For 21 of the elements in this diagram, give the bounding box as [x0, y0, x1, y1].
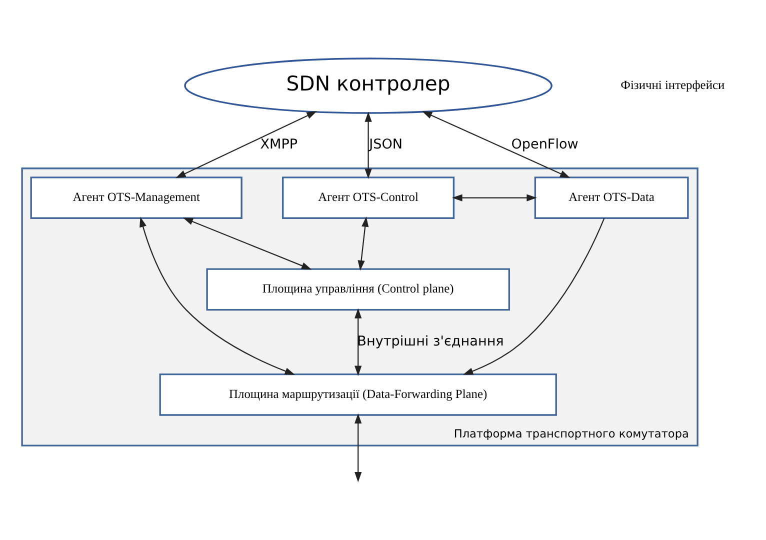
node-box: Агент OTS-Control	[282, 176, 455, 219]
arrow	[176, 111, 317, 178]
arrow	[422, 111, 570, 178]
arrow	[140, 216, 296, 375]
arrow	[452, 194, 537, 202]
node-box: Площина управління (Control plane)	[206, 268, 510, 311]
arrow	[354, 308, 362, 376]
edge-label: Внутрішні з'єднання	[357, 334, 504, 350]
label: Фізичні інтерфейси	[620, 78, 725, 92]
arrow	[462, 218, 605, 375]
node-ellipse: SDN контролер	[184, 58, 552, 114]
edge-label: OpenFlow	[511, 136, 578, 153]
edge-label: XMPP	[260, 136, 298, 153]
node-box: Агент OTS-Data	[534, 176, 689, 219]
node-box: Агент OTS-Management	[30, 176, 242, 219]
arrow	[358, 216, 369, 271]
arrow	[182, 218, 312, 270]
arrow	[364, 112, 372, 179]
arrow	[354, 413, 362, 482]
node-box: Площина маршрутизації (Data-Forwarding Plane)	[159, 373, 557, 416]
edge-label: JSON	[369, 136, 403, 153]
